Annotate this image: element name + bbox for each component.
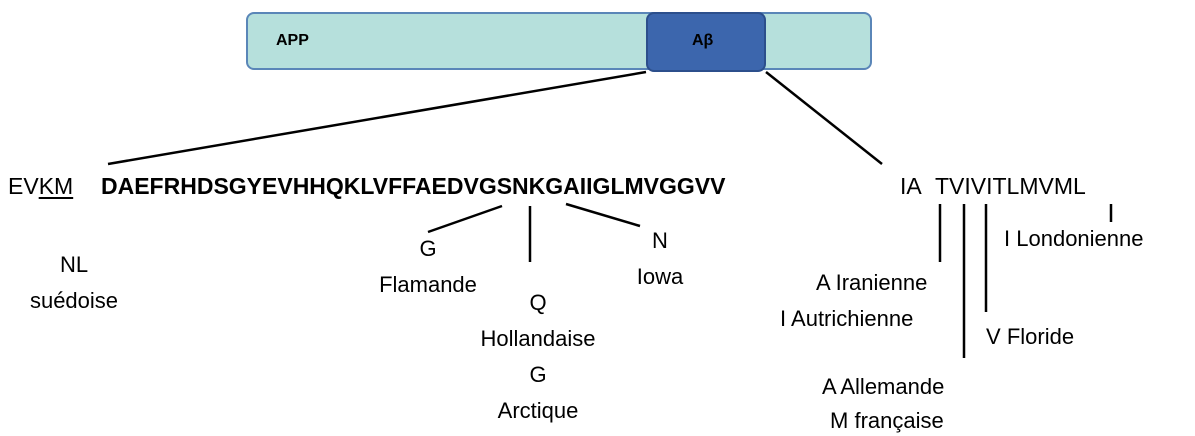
pointer-flamande bbox=[427, 204, 503, 234]
mutation-swedish-name: suédoise bbox=[29, 288, 119, 313]
zoom-line-left bbox=[107, 70, 647, 166]
mutation-iranian-name: Iranienne bbox=[835, 270, 928, 295]
mutation-iowa-change: N bbox=[652, 228, 668, 253]
sequence-km-underlined: KM bbox=[38, 173, 74, 199]
mutation-french: M française bbox=[830, 408, 944, 434]
pointer-iowa bbox=[565, 202, 641, 228]
mutation-dutch-change: Q bbox=[529, 290, 547, 315]
mutation-french-name: française bbox=[854, 408, 944, 433]
mutation-german-change: A bbox=[822, 374, 836, 399]
mutation-london-name: Londonienne bbox=[1016, 226, 1144, 251]
mutation-florida: V Floride bbox=[986, 324, 1074, 350]
abeta-label: Aβ bbox=[692, 32, 714, 49]
mutation-german-name: Allemande bbox=[840, 374, 945, 399]
sequence-prefix: EVKM bbox=[8, 172, 73, 200]
sequence-suffix-tm: TVIVITLMVML bbox=[935, 173, 1086, 199]
sequence-prefix-plain: EV bbox=[8, 173, 39, 199]
mutation-iowa-name: Iowa bbox=[636, 264, 684, 289]
mutation-iranian-change: A bbox=[816, 270, 830, 295]
app-protein-bar bbox=[246, 12, 872, 70]
mutation-flemish-name: Flamande bbox=[379, 272, 477, 297]
mutation-french-change: M bbox=[830, 408, 849, 433]
zoom-line-right bbox=[765, 71, 883, 165]
mutation-austrian: I Autrichienne bbox=[780, 306, 913, 332]
sequence-suffix-ia: IA bbox=[900, 173, 922, 199]
mutation-dutch-name: Hollandaise bbox=[480, 326, 596, 351]
mutation-austrian-name: Autrichienne bbox=[791, 306, 914, 331]
abeta-domain-box bbox=[646, 12, 766, 72]
app-label: APP bbox=[276, 32, 309, 49]
mutation-austrian-change: I bbox=[780, 306, 787, 331]
mutation-flemish-change: G bbox=[419, 236, 437, 261]
abeta-sequence: DAEFRHDSGYEVHHQKLVFFAEDVGSNKGAIIGLMVGGVV bbox=[101, 173, 726, 199]
mutation-london: I Londonienne bbox=[1004, 226, 1144, 252]
mutation-florida-name: Floride bbox=[1006, 324, 1075, 349]
mutation-iranian: A Iranienne bbox=[816, 270, 927, 296]
mutation-arctic-change: G bbox=[529, 362, 547, 387]
mutation-florida-change: V bbox=[986, 324, 1001, 349]
mutation-arctic-name: Arctique bbox=[497, 398, 579, 423]
mutation-german: A Allemande bbox=[822, 374, 944, 400]
mutation-london-change: I bbox=[1004, 226, 1011, 251]
mutation-swedish-change: NL bbox=[59, 252, 89, 277]
